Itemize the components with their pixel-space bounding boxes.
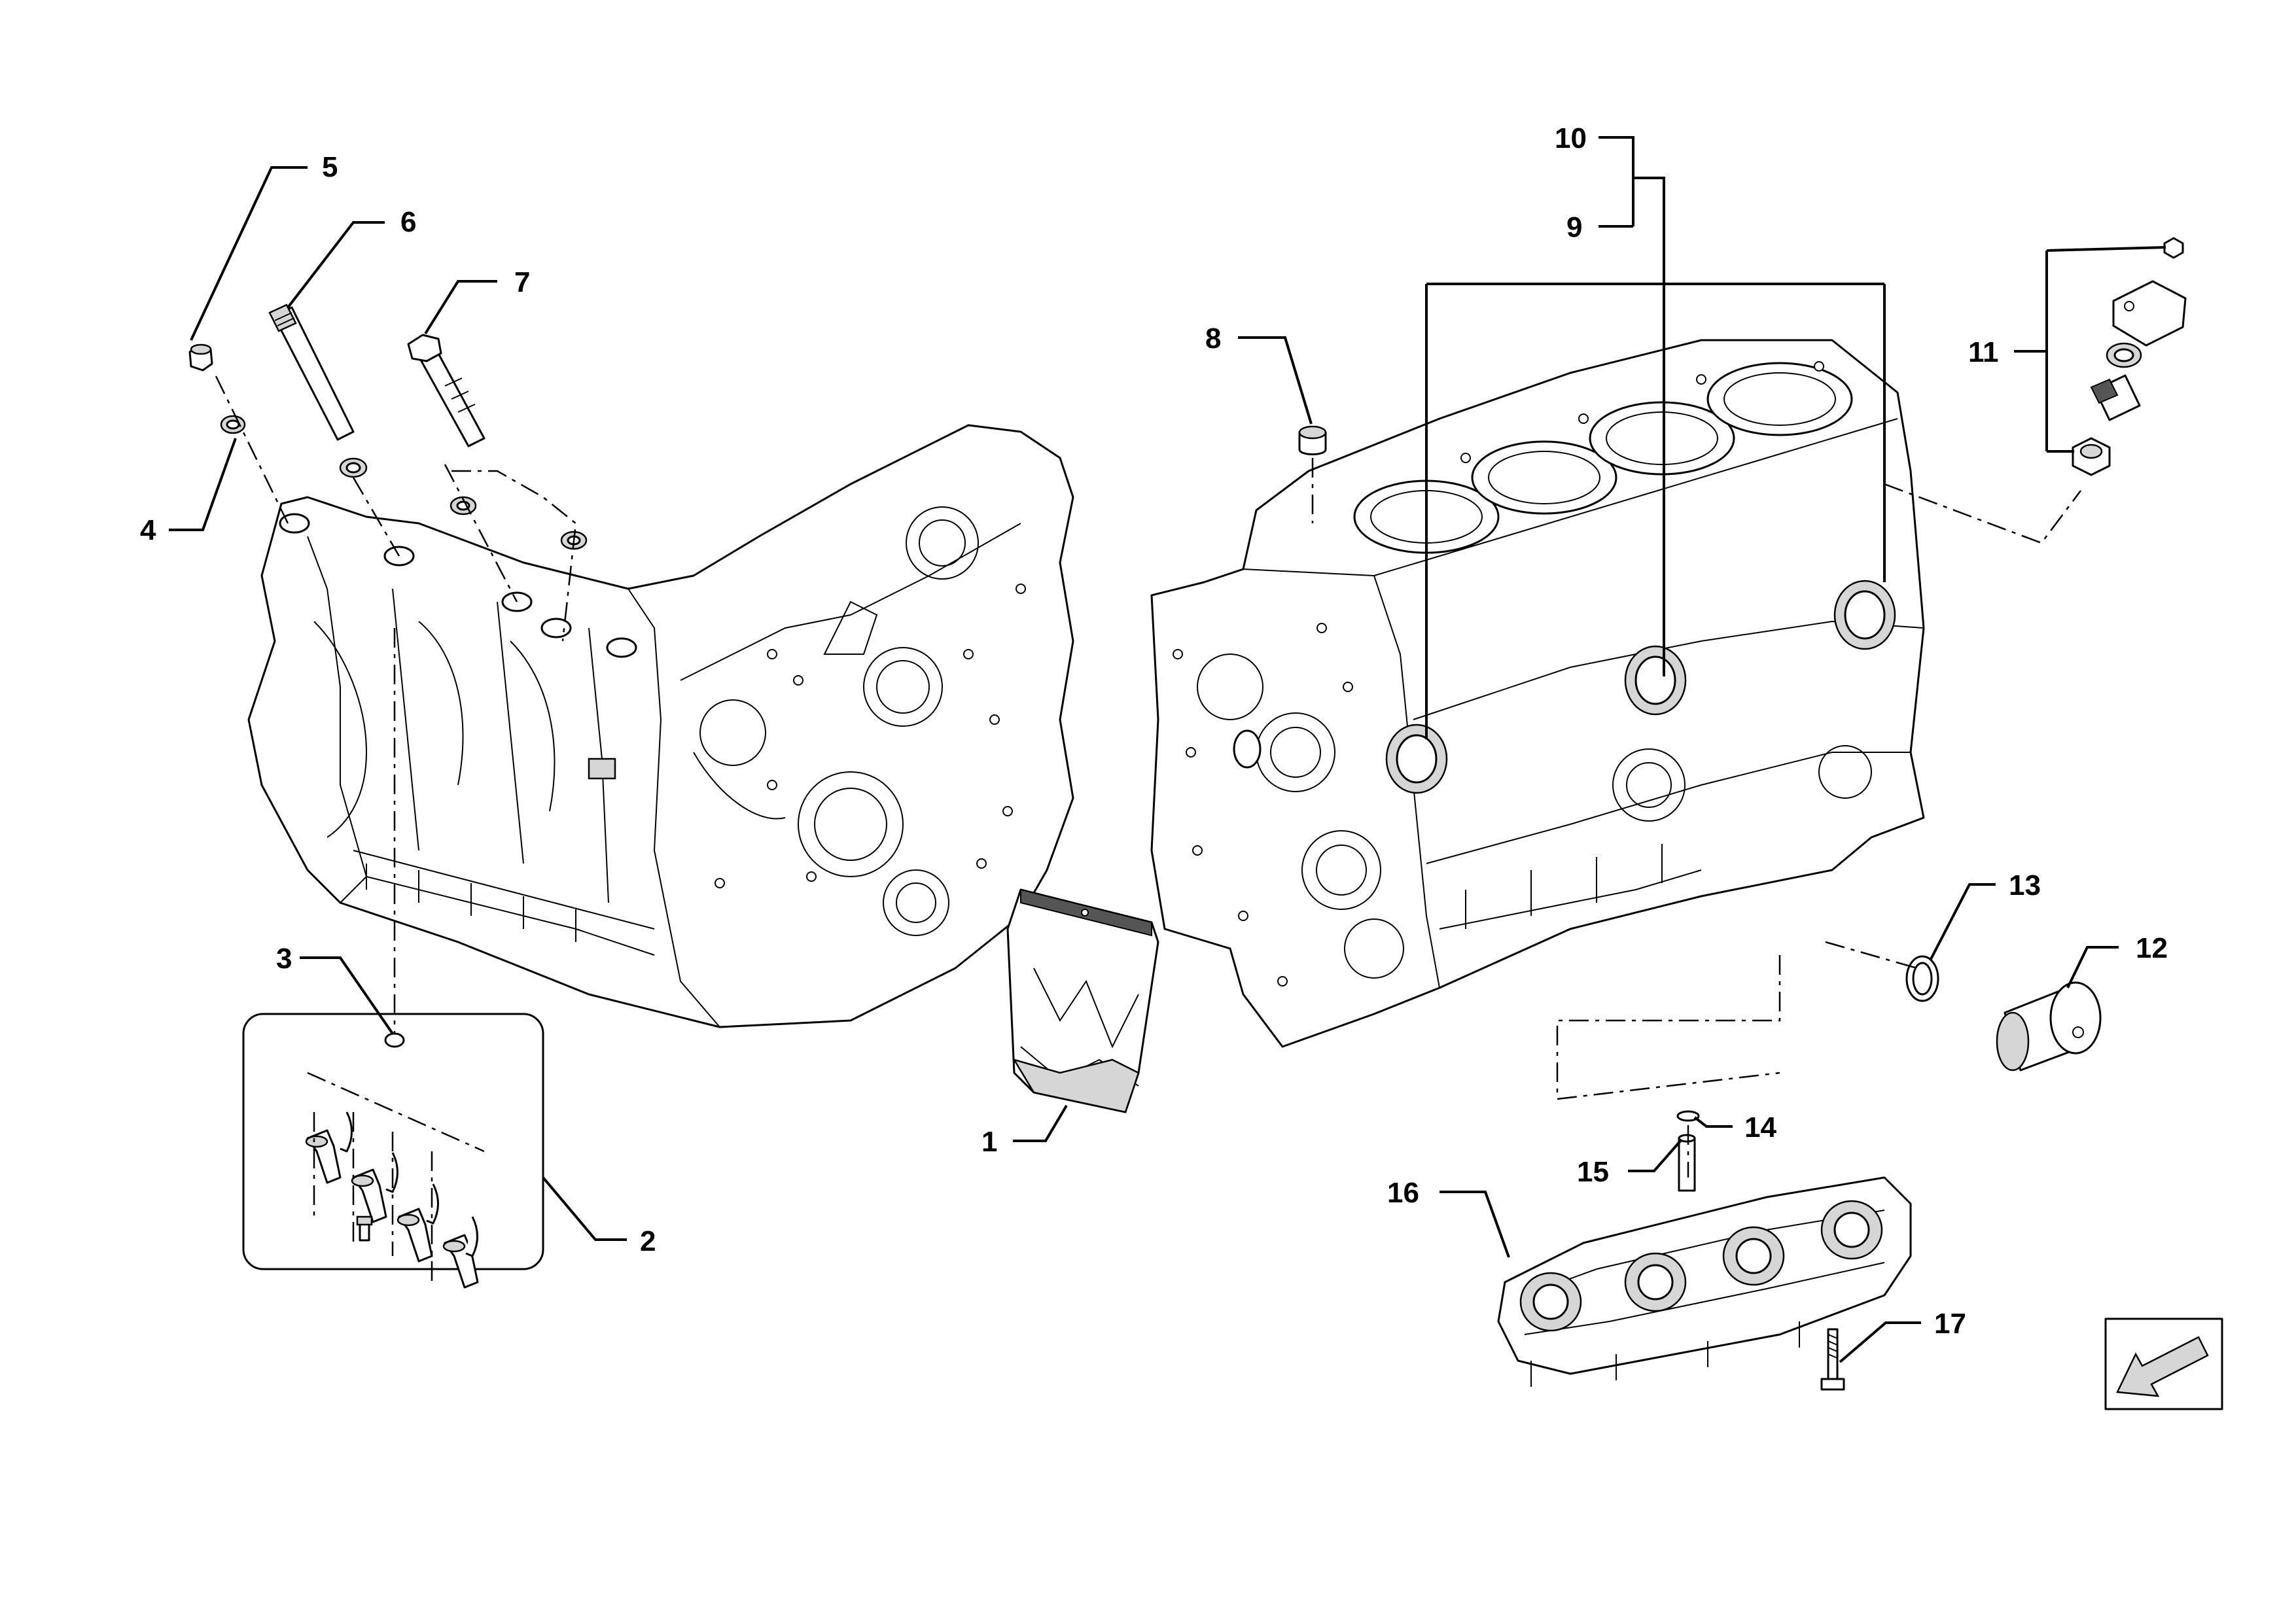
leader-lines: [169, 136, 2166, 1363]
engine-block-front-view: [1150, 339, 1925, 1048]
callout-6: 6: [400, 206, 416, 238]
callout-16: 16: [1387, 1177, 1419, 1209]
callout-14: 14: [1744, 1111, 1776, 1143]
parts-bag-icon: [1006, 888, 1159, 1113]
callout-1: 1: [981, 1126, 997, 1158]
callout-3: 3: [276, 943, 292, 975]
nozzle-items: [305, 1111, 479, 1289]
bolt-part-7: [407, 334, 588, 550]
callout-4: 4: [140, 514, 156, 546]
o-ring-part-13: [1905, 955, 1939, 1002]
callout-15: 15: [1577, 1156, 1609, 1188]
callout-5: 5: [322, 151, 338, 183]
callout-labels: 5 6 7 4 3 2 1 8 10 9 11 13 12 14 15 16 1…: [140, 122, 2168, 1340]
cup-plug-part-8: [1298, 425, 1327, 455]
seal-part-14: [1676, 1110, 1700, 1122]
ladder-frame-part-16: [1497, 1176, 1912, 1387]
o-ring-part-3: [384, 1032, 405, 1048]
fitting-part-6: [268, 304, 368, 478]
callout-2: 2: [640, 1225, 656, 1257]
callout-9: 9: [1566, 211, 1582, 243]
callout-8: 8: [1205, 323, 1221, 355]
callout-11: 11: [1968, 336, 1999, 368]
callout-13: 13: [2009, 869, 2041, 901]
engine-block-rear-view: [247, 424, 1074, 1028]
nozzle-kit-box-part-2: [242, 1013, 544, 1289]
valve-assembly-part-11: [2072, 237, 2187, 476]
callout-7: 7: [514, 266, 530, 298]
block-front-bolt-holes: [1173, 361, 1824, 986]
callout-10: 10: [1555, 122, 1587, 154]
plug-part-5: [188, 343, 213, 372]
block-bolt-holes: [715, 584, 1026, 888]
plug-part-12: [1996, 981, 2102, 1072]
assembly-lines: [215, 375, 2081, 1178]
callout-17: 17: [1934, 1308, 1966, 1340]
bolt-part-17: [1820, 1328, 1845, 1391]
direction-arrow-icon: [2104, 1318, 2223, 1410]
callout-12: 12: [2136, 932, 2168, 964]
pin-part-15: [1678, 1134, 1696, 1192]
